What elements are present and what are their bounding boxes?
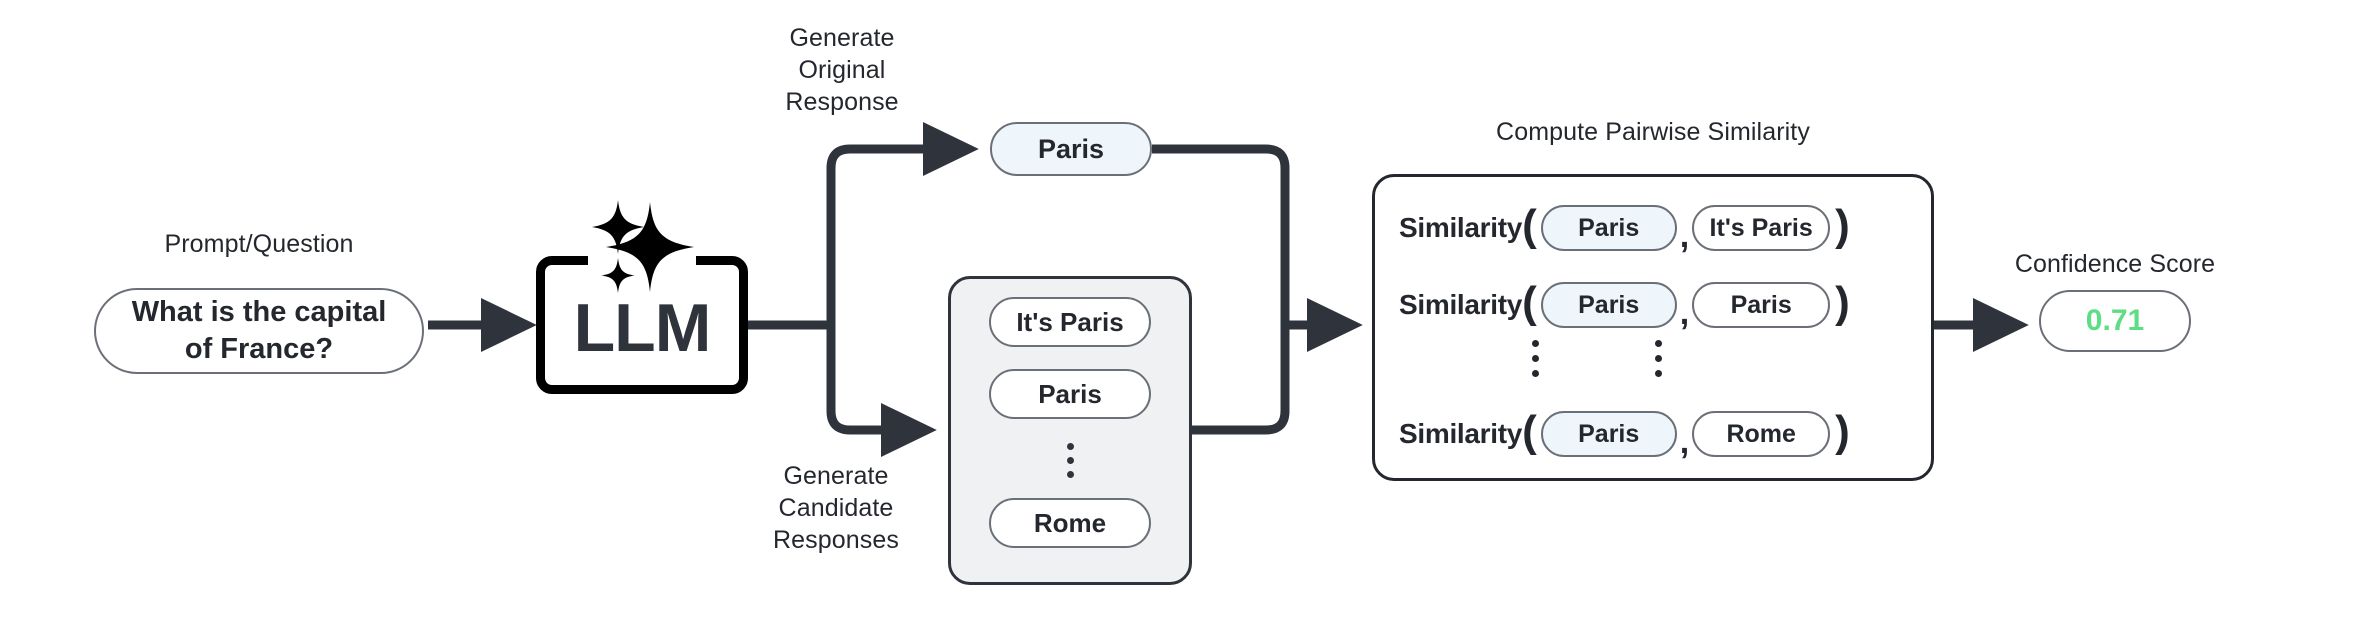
- operand-comma: ,: [1679, 217, 1690, 255]
- similarity-row: Similarity ( Paris , It's Paris ): [1399, 201, 1850, 255]
- similarity-panel: Similarity ( Paris , It's Paris ) Simila…: [1372, 174, 1934, 481]
- similarity-right-text: It's Paris: [1709, 213, 1813, 242]
- similarity-function-label: Similarity: [1399, 212, 1523, 243]
- generate-candidate-responses-caption: Generate Candidate Responses: [773, 462, 899, 554]
- candidate-response-item[interactable]: It's Paris: [989, 297, 1151, 347]
- prompt-caption: Prompt/Question: [164, 230, 354, 258]
- similarity-right-operand[interactable]: It's Paris: [1692, 205, 1831, 251]
- similarity-right-operand[interactable]: Paris: [1692, 282, 1831, 328]
- similarity-right-text: Rome: [1726, 419, 1796, 448]
- confidence-score-caption: Confidence Score: [2014, 250, 2216, 278]
- operand-comma: ,: [1679, 294, 1690, 332]
- candidate-responses-panel: It's Paris Paris Rome: [948, 276, 1192, 585]
- similarity-row: Similarity ( Paris , Rome ): [1399, 407, 1850, 461]
- similarity-left-operand[interactable]: Paris: [1540, 282, 1677, 328]
- close-paren: ): [1835, 201, 1850, 250]
- prompt-pill[interactable]: What is the capital of France?: [94, 288, 424, 374]
- similarity-function-label: Similarity: [1399, 289, 1523, 320]
- original-response-pill[interactable]: Paris: [990, 122, 1152, 176]
- wire-split-to-candidates: [826, 325, 937, 457]
- llm-label: LLM: [573, 290, 712, 366]
- compute-pairwise-similarity-caption: Compute Pairwise Similarity: [1496, 118, 1810, 146]
- candidate-ellipsis-icon: [1066, 443, 1074, 478]
- similarity-left-text: Paris: [1578, 290, 1640, 319]
- candidate-response-text: Paris: [1038, 378, 1102, 409]
- generate-original-response-caption: Generate Original Response: [785, 24, 899, 116]
- open-paren: (: [1522, 278, 1537, 327]
- close-paren: ): [1835, 407, 1850, 456]
- similarity-function-label: Similarity: [1399, 418, 1523, 449]
- open-paren: (: [1522, 407, 1537, 456]
- candidate-response-text: It's Paris: [1016, 306, 1124, 337]
- similarity-left-text: Paris: [1578, 419, 1640, 448]
- similarity-left-ellipsis-icon: [1532, 340, 1539, 377]
- similarity-left-text: Paris: [1578, 213, 1640, 242]
- candidate-response-item[interactable]: Rome: [989, 498, 1151, 548]
- wire-candidates-to-merge: [1192, 325, 1290, 435]
- sparkles-icon: [592, 200, 694, 293]
- operand-comma: ,: [1679, 423, 1690, 461]
- confidence-score-pill[interactable]: 0.71: [2039, 290, 2191, 352]
- original-response-text: Paris: [1037, 133, 1105, 164]
- prompt-text: What is the capital of France?: [131, 296, 387, 365]
- open-paren: (: [1522, 201, 1537, 250]
- confidence-score-value: 0.71: [2085, 304, 2145, 337]
- similarity-right-ellipsis-icon: [1655, 340, 1662, 377]
- close-paren: ): [1835, 278, 1850, 327]
- similarity-left-operand[interactable]: Paris: [1540, 205, 1677, 251]
- similarity-ellipsis-row: [1399, 340, 1913, 396]
- similarity-right-text: Paris: [1730, 290, 1792, 319]
- similarity-left-operand[interactable]: Paris: [1540, 411, 1677, 457]
- candidate-response-item[interactable]: Paris: [989, 369, 1151, 419]
- similarity-right-operand[interactable]: Rome: [1692, 411, 1831, 457]
- candidate-response-text: Rome: [1033, 507, 1107, 538]
- similarity-row: Similarity ( Paris , Paris ): [1399, 278, 1850, 332]
